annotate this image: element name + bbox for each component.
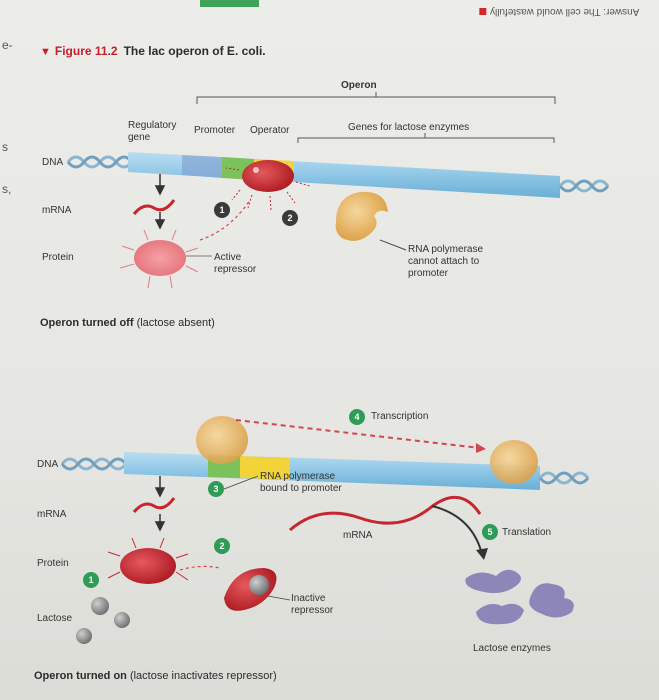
- repressor-protein-top: [119, 229, 199, 289]
- svg-text:2: 2: [219, 541, 224, 551]
- mrna-label-bottom: mRNA: [37, 509, 67, 520]
- rna-pol-leader: [379, 239, 407, 251]
- margin-mark-2: s: [2, 140, 8, 154]
- dna-label-top: DNA: [42, 157, 64, 168]
- lactose-enzymes-label: Lactose enzymes: [473, 643, 551, 654]
- mrna-label-mid: mRNA: [343, 530, 373, 541]
- dna-top: [66, 152, 610, 198]
- protein-label-bottom: Protein: [37, 558, 69, 569]
- translation-label: Translation: [502, 527, 552, 538]
- margin-mark-3: s,: [2, 182, 12, 196]
- genes-bracket: [297, 133, 555, 143]
- svg-text:1: 1: [219, 205, 224, 215]
- mrna-label-top: mRNA: [42, 205, 72, 216]
- step-1-top: 1: [214, 202, 230, 218]
- operon-on-title: Operon turned on (lactose inactivates re…: [34, 670, 277, 682]
- mrna-bottom-small: [132, 497, 176, 513]
- active-repressor-bound: [225, 160, 311, 211]
- protein-label-top: Protein: [42, 252, 74, 263]
- lactose-molecules: [76, 597, 130, 644]
- svg-text:5: 5: [487, 527, 492, 537]
- svg-text:1: 1: [88, 575, 93, 585]
- promoter-label: Promoter: [194, 125, 236, 136]
- svg-text:4: 4: [354, 412, 359, 422]
- step-4-transcription: 4: [349, 409, 365, 425]
- lactose-label: Lactose: [37, 613, 73, 624]
- transcription-arrow: [235, 419, 481, 449]
- step-1-bottom: 1: [83, 572, 99, 588]
- active-repressor-label: Active repressor: [214, 252, 257, 275]
- lactose-enzymes: [465, 569, 574, 625]
- rna-pol-bound-label: RNA polymerase bound to promoter: [260, 471, 342, 494]
- operator-label: Operator: [250, 125, 290, 136]
- rna-pol-cannot-attach-label: RNA polymerase cannot attach to promoter: [408, 244, 484, 279]
- dna-label-bottom: DNA: [37, 459, 59, 470]
- figure-title: ▼Figure 11.2 The lac operon of E. coli.: [40, 44, 266, 58]
- arrow-gene-to-mrna: [154, 174, 166, 230]
- regulatory-gene-label: Regulatory gene: [128, 120, 177, 143]
- operon-label: Operon: [341, 80, 377, 91]
- header-color-bar: [200, 0, 259, 7]
- dashed-arrow-to-inactive: [179, 565, 221, 571]
- step-3-bottom: 3: [208, 481, 224, 497]
- svg-text:3: 3: [213, 484, 218, 494]
- rna-pol-bound-leader: [223, 475, 259, 490]
- triangle-bullet-icon: ▼: [40, 46, 51, 58]
- mrna-top: [132, 199, 176, 215]
- step-2-bottom: 2: [214, 538, 230, 554]
- inactive-leader: [267, 595, 291, 601]
- inactive-repressor-label: Inactive repressor: [291, 593, 334, 616]
- repressor-protein-bottom: [107, 537, 189, 584]
- transcription-label: Transcription: [371, 411, 429, 422]
- genes-label: Genes for lactose enzymes: [348, 122, 470, 133]
- margin-mark-1: e-: [2, 38, 13, 52]
- mrna-long: [289, 495, 482, 532]
- rna-polymerase-moving: [490, 440, 538, 484]
- rna-polymerase-bound: [196, 416, 248, 464]
- operon-bracket: [196, 92, 556, 104]
- step-5-translation: 5: [482, 524, 498, 540]
- operon-off-title: Operon turned off (lactose absent): [40, 317, 215, 329]
- step-2-top: 2: [282, 210, 298, 226]
- svg-text:2: 2: [287, 213, 292, 223]
- translation-arrow: [431, 505, 483, 555]
- binding-arrow: [199, 199, 251, 241]
- figure-number: Figure 11.2: [54, 44, 118, 58]
- inactive-repressor: [224, 568, 277, 611]
- arrow-gene-to-mrna-bottom: [154, 476, 166, 532]
- figure-caption: The lac operon of E. coli.: [123, 44, 266, 58]
- rna-polymerase-blocked: [335, 191, 388, 241]
